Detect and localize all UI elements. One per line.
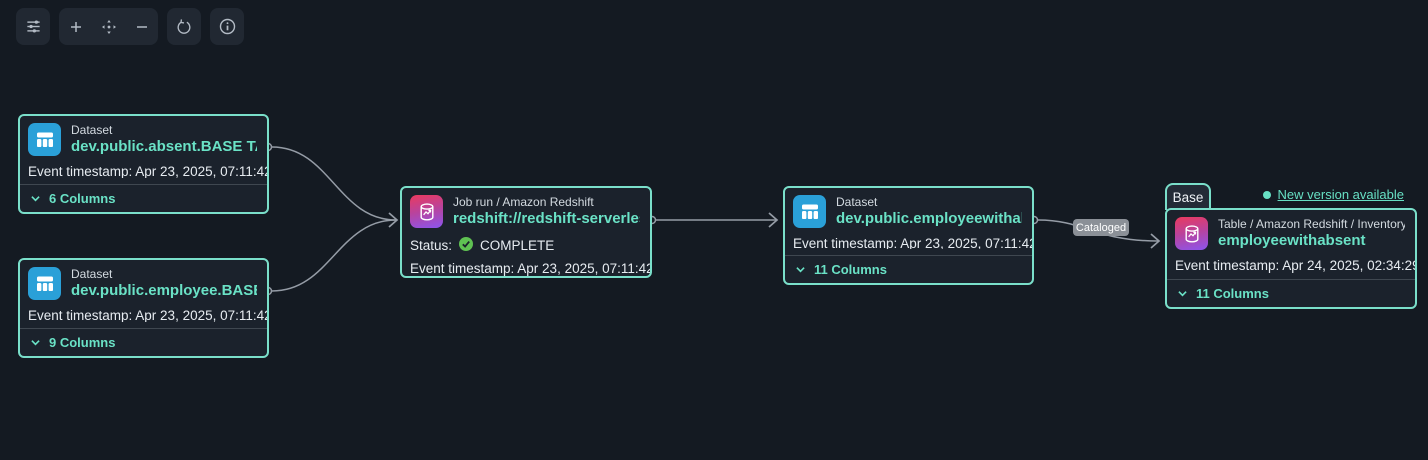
reset-view-button[interactable] — [167, 8, 201, 45]
divider — [20, 328, 267, 329]
zoom-out-button[interactable] — [125, 8, 158, 45]
node-table-employeewithabsent[interactable]: Table / Amazon Redshift / Inventory empl… — [1165, 208, 1417, 309]
plus-icon — [66, 17, 86, 37]
chevron-down-icon — [30, 191, 41, 206]
edge-employee-to-jobrun — [263, 212, 399, 296]
node-title: dev.public.employeewithabsent... — [836, 210, 1022, 227]
event-timestamp: Event timestamp: Apr 24, 2025, 02:34:29 … — [1175, 258, 1415, 273]
columns-count: 9 Columns — [49, 335, 116, 350]
node-header: Table / Amazon Redshift / Inventory empl… — [1167, 210, 1415, 250]
edge-jobrun-to-dataset — [647, 212, 779, 228]
arrowhead — [768, 212, 779, 228]
columns-count: 11 Columns — [1196, 286, 1269, 301]
node-header: Job run / Amazon Redshift redshift://red… — [402, 188, 650, 228]
redshift-database-icon — [1175, 217, 1208, 250]
event-timestamp: Event timestamp: Apr 23, 2025, 07:11:42 … — [793, 236, 1032, 249]
new-version-dot-icon — [1262, 190, 1271, 199]
node-dataset-employeewithabsent[interactable]: Dataset dev.public.employeewithabsent...… — [783, 186, 1034, 285]
node-kind: Dataset — [71, 267, 113, 281]
chevron-down-icon — [1177, 286, 1188, 301]
redshift-database-icon — [410, 195, 443, 228]
node-header: Dataset dev.public.absent.BASE TABLE — [20, 116, 267, 156]
columns-toggle[interactable]: 11 Columns — [785, 256, 1032, 283]
arrowhead — [388, 212, 399, 228]
new-version-link[interactable]: New version available — [1262, 187, 1404, 202]
node-kind: Dataset — [71, 123, 113, 137]
tab-base-version[interactable]: Base — [1165, 183, 1211, 210]
node-header: Dataset dev.public.employeewithabsent... — [785, 188, 1032, 228]
chevron-down-icon — [30, 335, 41, 350]
arrowhead — [1150, 233, 1161, 249]
fit-view-button[interactable] — [92, 8, 125, 45]
node-title: dev.public.absent.BASE TABLE — [71, 138, 257, 155]
table-dataset-icon — [793, 195, 826, 228]
zoom-in-button[interactable] — [59, 8, 92, 45]
node-kind: Dataset — [836, 195, 878, 209]
node-title: redshift://redshift-serverless-... — [453, 210, 640, 227]
layout-options-button[interactable] — [16, 8, 50, 45]
divider — [1167, 279, 1415, 280]
node-dataset-employee[interactable]: Dataset dev.public.employee.BASE TABLE E… — [18, 258, 269, 358]
event-timestamp: Event timestamp: Apr 23, 2025, 07:11:42 … — [28, 164, 267, 178]
graph-toolbar — [16, 8, 244, 45]
info-icon — [217, 16, 238, 37]
sliders-icon — [23, 16, 44, 37]
node-kind: Job run / Amazon Redshift — [453, 195, 594, 209]
edge-label-cataloged: Cataloged — [1073, 219, 1129, 236]
move-icon — [99, 17, 119, 37]
columns-toggle[interactable]: 6 Columns — [20, 185, 267, 212]
rotate-ccw-icon — [174, 17, 194, 37]
columns-toggle[interactable]: 11 Columns — [1167, 280, 1415, 307]
status-value: COMPLETE — [480, 238, 555, 254]
node-title: dev.public.employee.BASE TABLE — [71, 282, 257, 299]
status-complete-icon — [458, 236, 474, 255]
info-button[interactable] — [210, 8, 244, 45]
columns-count: 6 Columns — [49, 191, 116, 206]
table-dataset-icon — [28, 267, 61, 300]
node-jobrun-redshift[interactable]: Job run / Amazon Redshift redshift://red… — [400, 186, 652, 278]
minus-icon — [132, 17, 152, 37]
new-version-text: New version available — [1277, 187, 1404, 202]
columns-toggle[interactable]: 9 Columns — [20, 329, 267, 356]
divider — [785, 255, 1032, 256]
status-label: Status: — [410, 238, 453, 254]
divider — [20, 184, 267, 185]
columns-count: 11 Columns — [814, 262, 887, 277]
chevron-down-icon — [795, 262, 806, 277]
event-timestamp: Event timestamp: Apr 23, 2025, 07:11:42 … — [410, 261, 650, 276]
event-timestamp: Event timestamp: Apr 23, 2025, 07:11:42 … — [28, 308, 267, 322]
node-title: employeewithabsent — [1218, 232, 1366, 249]
table-dataset-icon — [28, 123, 61, 156]
edge-absent-to-jobrun — [263, 142, 397, 221]
zoom-controls — [59, 8, 158, 45]
node-dataset-absent[interactable]: Dataset dev.public.absent.BASE TABLE Eve… — [18, 114, 269, 214]
status-row: Status: COMPLETE — [402, 228, 650, 255]
node-kind: Table / Amazon Redshift / Inventory — [1218, 217, 1405, 231]
node-header: Dataset dev.public.employee.BASE TABLE — [20, 260, 267, 300]
